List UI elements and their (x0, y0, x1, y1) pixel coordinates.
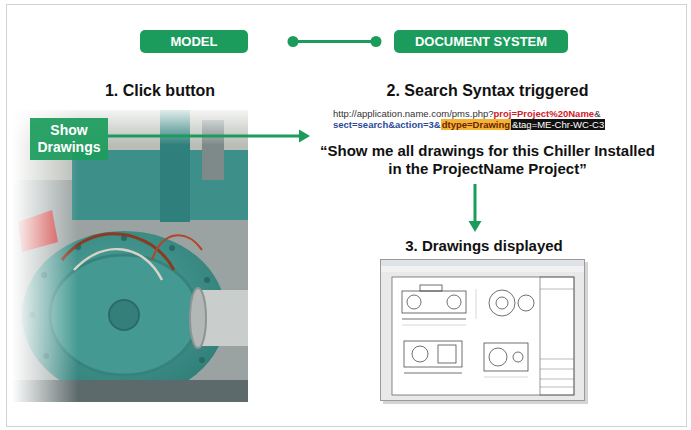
url-segment: &tag=ME-Chr-WC-C3 (511, 119, 605, 130)
pill-label: MODEL (171, 34, 218, 49)
connector (108, 130, 310, 143)
result-panel: 3. Drawings displayed (378, 232, 590, 404)
drawing-screenshot (380, 259, 590, 405)
pill-label: DOCUMENT SYSTEM (415, 34, 547, 49)
connector-line (474, 184, 477, 223)
connector (469, 184, 482, 232)
model-panel: 1. Click buttonShow Drawings (12, 78, 248, 402)
button-label: Show Drawings (36, 122, 102, 156)
arrow-head (299, 130, 310, 143)
connector-dot (288, 36, 299, 47)
connector (288, 36, 382, 47)
url-line: http://application.name.com/pms.php?proj… (310, 108, 665, 130)
url-segment: sect=search&action=3& (333, 119, 441, 130)
url-segment: & (594, 108, 600, 119)
arrow-head (469, 221, 482, 232)
connector-dot (371, 36, 382, 47)
quote-text: “Show me all drawings for this Chiller I… (310, 142, 665, 178)
system-pill: MODEL (140, 30, 248, 53)
action-button: Show Drawings (30, 118, 108, 160)
url-segment: proj=Project%20Name (494, 108, 595, 119)
step-heading: 1. Click button (12, 82, 248, 100)
step-heading: 2. Search Syntax triggered (310, 82, 665, 100)
step-heading: 3. Drawings displayed (378, 232, 590, 254)
url-segment: http://application.name.com/pms.php? (333, 108, 494, 119)
url-segment: dtype=Drawing (441, 119, 511, 130)
connector-line (108, 135, 301, 138)
connector-line (293, 40, 376, 43)
system-pill: DOCUMENT SYSTEM (394, 30, 568, 53)
search-panel: 2. Search Syntax triggered http://applica… (310, 78, 665, 184)
